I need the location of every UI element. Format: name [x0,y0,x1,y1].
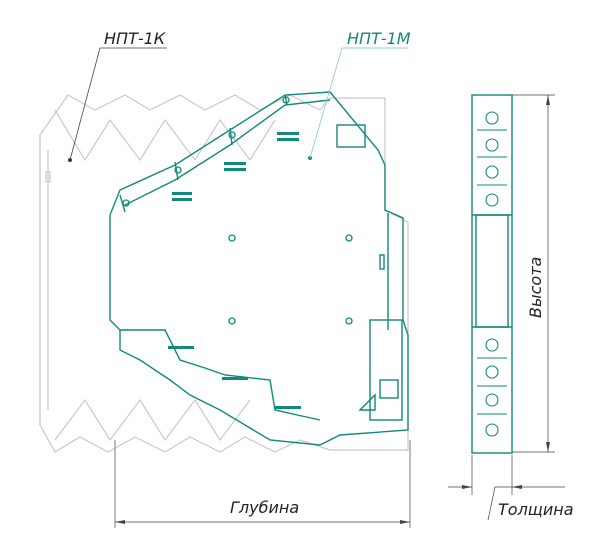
new-housing-vents [168,132,301,409]
dimension-lines [114,94,565,528]
label-depth: Глубина [230,498,299,517]
label-old-model: НПТ-1К [104,29,166,48]
old-housing-leader-line [69,47,167,161]
old-housing-outline [39,94,409,453]
label-height: Высота [526,257,545,318]
label-thickness: Толщина [498,500,574,519]
label-new-model: НПТ-1М [347,29,411,48]
new-housing-leader-line [309,47,408,159]
side-view [471,94,513,454]
dimension-arrows [115,95,550,524]
new-housing-holes [122,96,353,325]
